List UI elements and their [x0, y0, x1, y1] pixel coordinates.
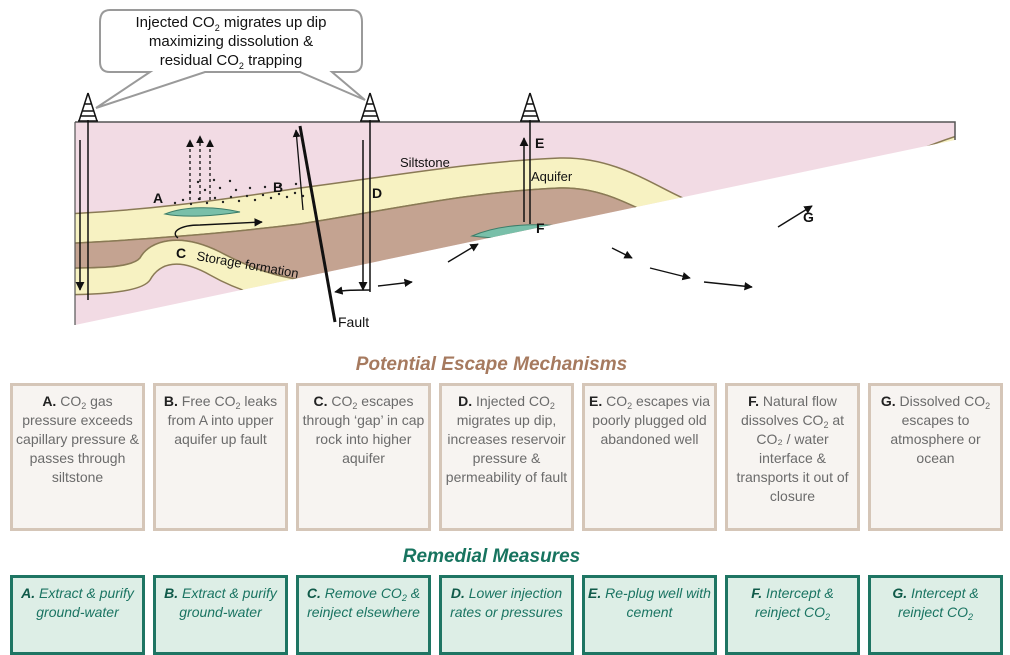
escape-arrows-a [186, 135, 214, 200]
callout-line3: residual CO [160, 52, 239, 69]
callout-line2: maximizing dissolution & [149, 33, 313, 50]
label-e: E [535, 135, 544, 151]
escape-box-e: E. CO2 escapes via poorly plugged old ab… [582, 383, 717, 531]
escape-box-c: C. CO2 escapes through ‘gap’ in cap rock… [296, 383, 431, 531]
remedial-box-d: D. Lower injection rates or pressures [439, 575, 574, 655]
escape-box-f: F. Natural flow dissolves CO2 at CO₂ / w… [725, 383, 860, 531]
fault-leak-arrow [292, 129, 304, 211]
escape-mechanisms-row: A. CO2 gas pressure exceeds capillary pr… [10, 383, 1010, 531]
fault-line [298, 125, 337, 323]
geological-cross-section: Injected CO2 migrates up dip maximizing … [74, 9, 956, 330]
label-f: F [536, 220, 545, 236]
label-a: A [153, 190, 163, 206]
flow-arrows [174, 205, 813, 295]
remedial-box-g: G. Intercept & reinject CO2 [868, 575, 1003, 655]
callout-line3-sub: 2 [239, 61, 244, 71]
remedial-box-b: B. Extract & purify ground-water [153, 575, 288, 655]
callout-line3-end: trapping [244, 52, 302, 69]
strata [75, 122, 955, 325]
remedial-measures-row: A. Extract & purify ground-water B. Extr… [10, 575, 1010, 655]
escape-box-d: D. Injected CO2 migrates up dip, increas… [439, 383, 574, 531]
remedial-box-c: C. Remove CO2 & reinject elsewhere [296, 575, 431, 655]
escape-box-b: B. Free CO2 leaks from A into upper aqui… [153, 383, 288, 531]
label-d: D [372, 185, 382, 201]
escape-box-g: G. Dissolved CO2 escapes to atmosphere o… [868, 383, 1003, 531]
svg-text:residual CO2 trapping: residual CO2 trapping [160, 52, 303, 71]
well-derrick-icon [360, 92, 380, 122]
svg-text:Injected CO2 migrates up dip: Injected CO2 migrates up dip [136, 14, 327, 33]
callout-line1-sub: 2 [215, 23, 220, 33]
aquifer-label: Aquifer [531, 169, 573, 184]
well-derrick-icon [78, 92, 98, 122]
label-b: B [273, 179, 283, 195]
remedial-measures-heading: Remedial Measures [402, 546, 581, 567]
fault-label: Fault [338, 314, 369, 330]
remedial-box-f: F. Intercept & reinject CO2 [725, 575, 860, 655]
remedial-box-a: A. Extract & purify ground-water [10, 575, 145, 655]
callout-line1: Injected CO [136, 14, 215, 31]
well-derrick-icon [520, 92, 540, 122]
label-c: C [176, 245, 186, 261]
escape-box-a: A. CO2 gas pressure exceeds capillary pr… [10, 383, 145, 531]
label-g: G [803, 209, 814, 225]
co2-plume-a [163, 207, 241, 217]
remedial-box-e: E. Re-plug well with cement [582, 575, 717, 655]
escape-mechanisms-heading: Potential Escape Mechanisms [355, 354, 628, 375]
free-co2-dots [173, 178, 305, 206]
callout-line1-end: migrates up dip [220, 14, 327, 31]
siltstone-label: Siltstone [400, 155, 450, 170]
wells [75, 120, 531, 300]
callout-bubble: Injected CO2 migrates up dip maximizing … [95, 9, 366, 109]
